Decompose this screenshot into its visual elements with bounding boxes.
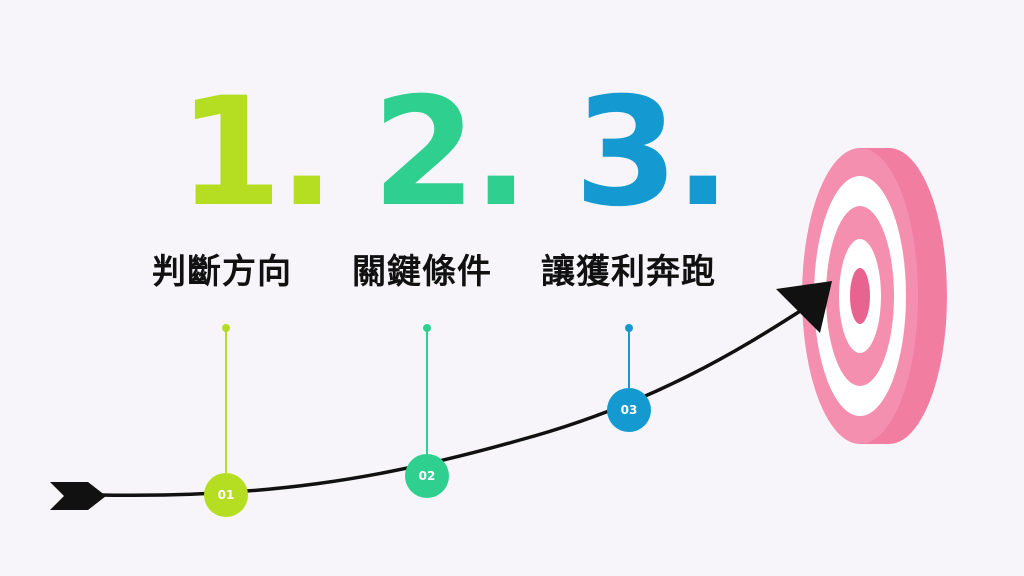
step-1-label: 判斷方向: [152, 252, 292, 292]
arrow-tail-icon: [50, 482, 106, 510]
step-3-label: 讓獲利奔跑: [541, 252, 716, 292]
step-2-badge: 02: [405, 454, 449, 498]
step-2-label: 關鍵條件: [352, 252, 492, 292]
step-2-number: 2.: [372, 66, 529, 240]
connector-2: [423, 324, 431, 454]
target-icon: [802, 148, 947, 444]
step-3-badge: 03: [607, 388, 651, 432]
connector-1: [222, 324, 230, 473]
step-1-badge: 01: [204, 473, 248, 517]
connector-3: [625, 324, 633, 388]
progress-curve: [98, 304, 810, 498]
arrow-head-icon: [776, 281, 832, 333]
step-1-number: 1.: [178, 66, 335, 240]
step-3-number: 3.: [574, 66, 731, 240]
